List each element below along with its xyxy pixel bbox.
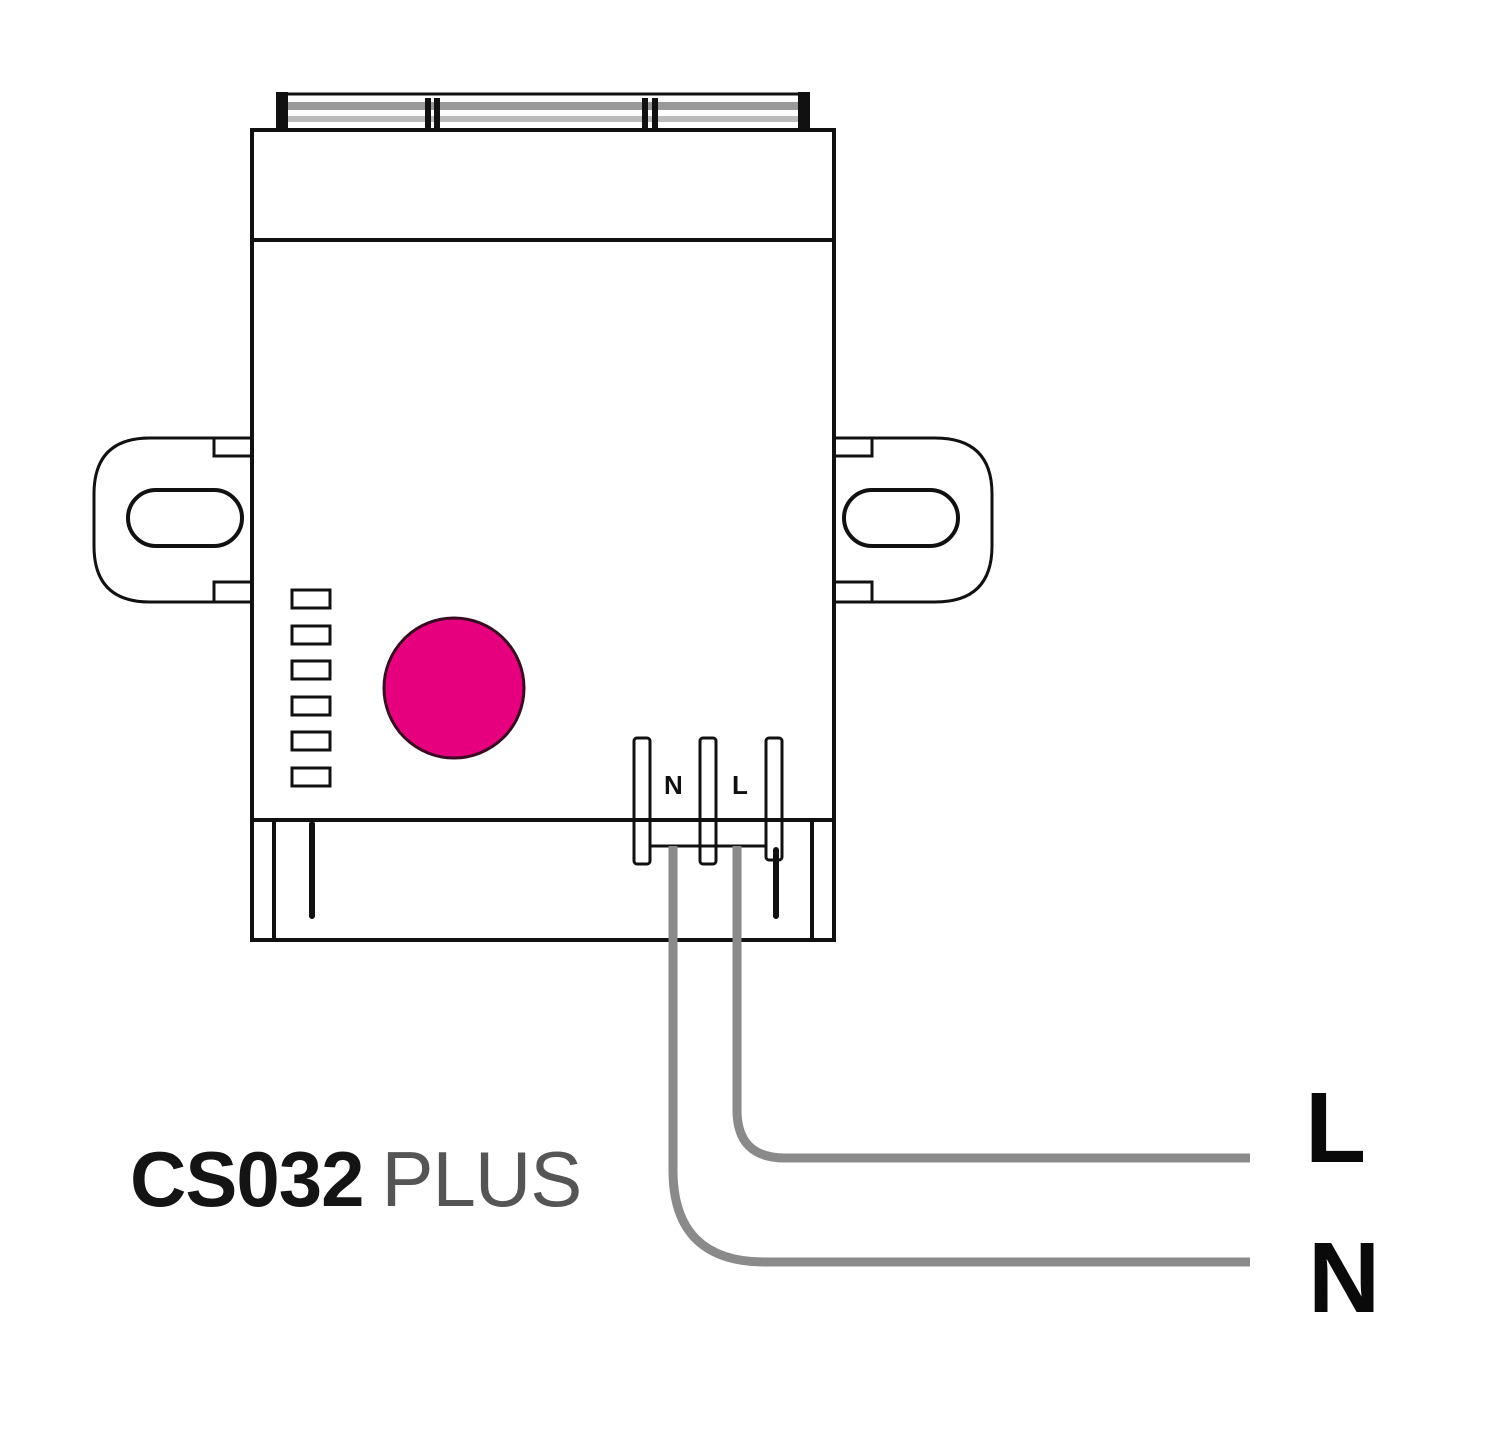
model-suffix: PLUS: [381, 1135, 583, 1223]
vent-slots: [290, 588, 332, 788]
led-indicator-icon: [382, 616, 526, 760]
terminal-label-l: L: [732, 770, 748, 800]
wire-n: [668, 846, 1250, 1267]
model-code: CS032: [130, 1135, 364, 1223]
left-mounting-ear: [92, 436, 254, 604]
terminal-block: N L: [632, 736, 784, 866]
right-mounting-ear: [832, 436, 994, 604]
terminal-label-n: N: [664, 770, 683, 800]
wire-label-n: N: [1308, 1222, 1381, 1334]
wire-l: [732, 846, 1250, 1163]
top-connector: [276, 92, 810, 132]
device-body: [250, 128, 836, 942]
wire-label-l: L: [1305, 1072, 1367, 1184]
